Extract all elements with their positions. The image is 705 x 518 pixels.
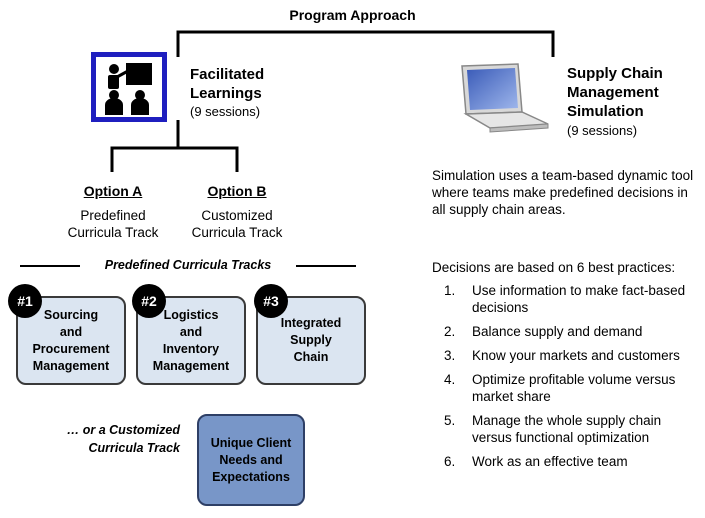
simulation-sessions: (9 sessions) — [567, 123, 638, 138]
track-2-badge: #2 — [132, 284, 166, 318]
practice-2-num: 2. — [444, 324, 456, 339]
practice-item: 3. Know your markets and customers — [432, 347, 697, 364]
simulation-description: Simulation uses a team-based dynamic too… — [432, 168, 694, 217]
facilitated-heading-line1: Facilitated — [190, 66, 265, 83]
track-box-2: Logistics and Inventory Management — [136, 296, 246, 385]
option-b: Option B Customized Curricula Track — [176, 183, 298, 241]
practice-6-num: 6. — [444, 454, 456, 469]
practice-item: 4. Optimize profitable volume versus mark… — [432, 371, 697, 405]
customized-track-label: … or a Customized Curricula Track — [40, 421, 180, 457]
predefined-tracks-label: Predefined Curricula Tracks — [104, 258, 272, 272]
practice-1-num: 1. — [444, 283, 456, 298]
practice-item: 5. Manage the whole supply chain versus f… — [432, 412, 697, 446]
simulation-heading-line2: Management — [567, 84, 659, 101]
option-b-line2: Curricula Track — [191, 225, 283, 240]
facilitated-heading-line2: Learnings — [190, 85, 262, 102]
option-b-title: Option B — [207, 183, 267, 199]
customized-label-line1: … or a Customized — [66, 423, 180, 437]
practice-3-num: 3. — [444, 348, 456, 363]
option-a: Option A Predefined Curricula Track — [52, 183, 174, 241]
unique-line1: Unique Client — [210, 435, 292, 450]
simulation-heading: Supply Chain Management Simulation — [567, 64, 663, 121]
presentation-icon — [91, 52, 167, 122]
practice-4-text: Optimize profitable volume versus market… — [472, 372, 676, 404]
practice-6-text: Work as an effective team — [472, 454, 628, 469]
practice-item: 6. Work as an effective team — [432, 453, 697, 470]
track-3-line1: Integrated — [280, 316, 342, 330]
unique-needs-box: Unique Client Needs and Expectations — [197, 414, 305, 506]
track-3-line3: Chain — [293, 350, 329, 364]
practice-5-text: Manage the whole supply chain versus fun… — [472, 413, 662, 445]
track-2-line2: and — [179, 324, 203, 339]
practices-intro: Decisions are based on 6 best practices: — [432, 260, 676, 275]
simulation-heading-line1: Supply Chain — [567, 65, 663, 82]
laptop-icon — [452, 62, 552, 143]
option-b-line1: Customized — [201, 208, 273, 223]
top-bracket-line — [176, 30, 555, 57]
option-a-title: Option A — [83, 183, 143, 199]
practice-item: 1. Use information to make fact-based dec… — [432, 282, 697, 316]
track-2-line4: Management — [152, 358, 230, 373]
track-1-line2: and — [59, 324, 83, 339]
practice-2-text: Balance supply and demand — [472, 324, 643, 339]
customized-label-line2: Curricula Track — [88, 441, 180, 455]
track-1-line1: Sourcing — [43, 307, 99, 322]
practice-4-num: 4. — [444, 372, 456, 387]
track-1-line4: Management — [32, 358, 110, 373]
practice-5-num: 5. — [444, 413, 456, 428]
unique-line3: Expectations — [212, 469, 290, 484]
track-1-line3: Procurement — [32, 341, 110, 356]
simulation-heading-line3: Simulation — [567, 103, 644, 120]
practice-1-text: Use information to make fact-based decis… — [472, 283, 686, 315]
practice-3-text: Know your markets and customers — [472, 348, 680, 363]
facilitated-sessions: (9 sessions) — [190, 104, 261, 119]
options-bracket-line — [110, 146, 239, 172]
option-a-line1: Predefined — [80, 208, 146, 223]
practice-item: 2. Balance supply and demand — [432, 323, 697, 340]
option-a-line2: Curricula Track — [67, 225, 159, 240]
track-2-line3: Inventory — [162, 341, 220, 356]
track-3-badge: #3 — [254, 284, 288, 318]
facilitated-heading: Facilitated Learnings — [190, 65, 264, 103]
track-2-line1: Logistics — [163, 307, 219, 322]
practices-list: 1. Use information to make fact-based dec… — [432, 282, 697, 477]
unique-line2: Needs and — [219, 452, 283, 467]
track-3-line2: Supply — [290, 333, 332, 347]
page-title: Program Approach — [289, 7, 416, 23]
track-1-badge: #1 — [8, 284, 42, 318]
